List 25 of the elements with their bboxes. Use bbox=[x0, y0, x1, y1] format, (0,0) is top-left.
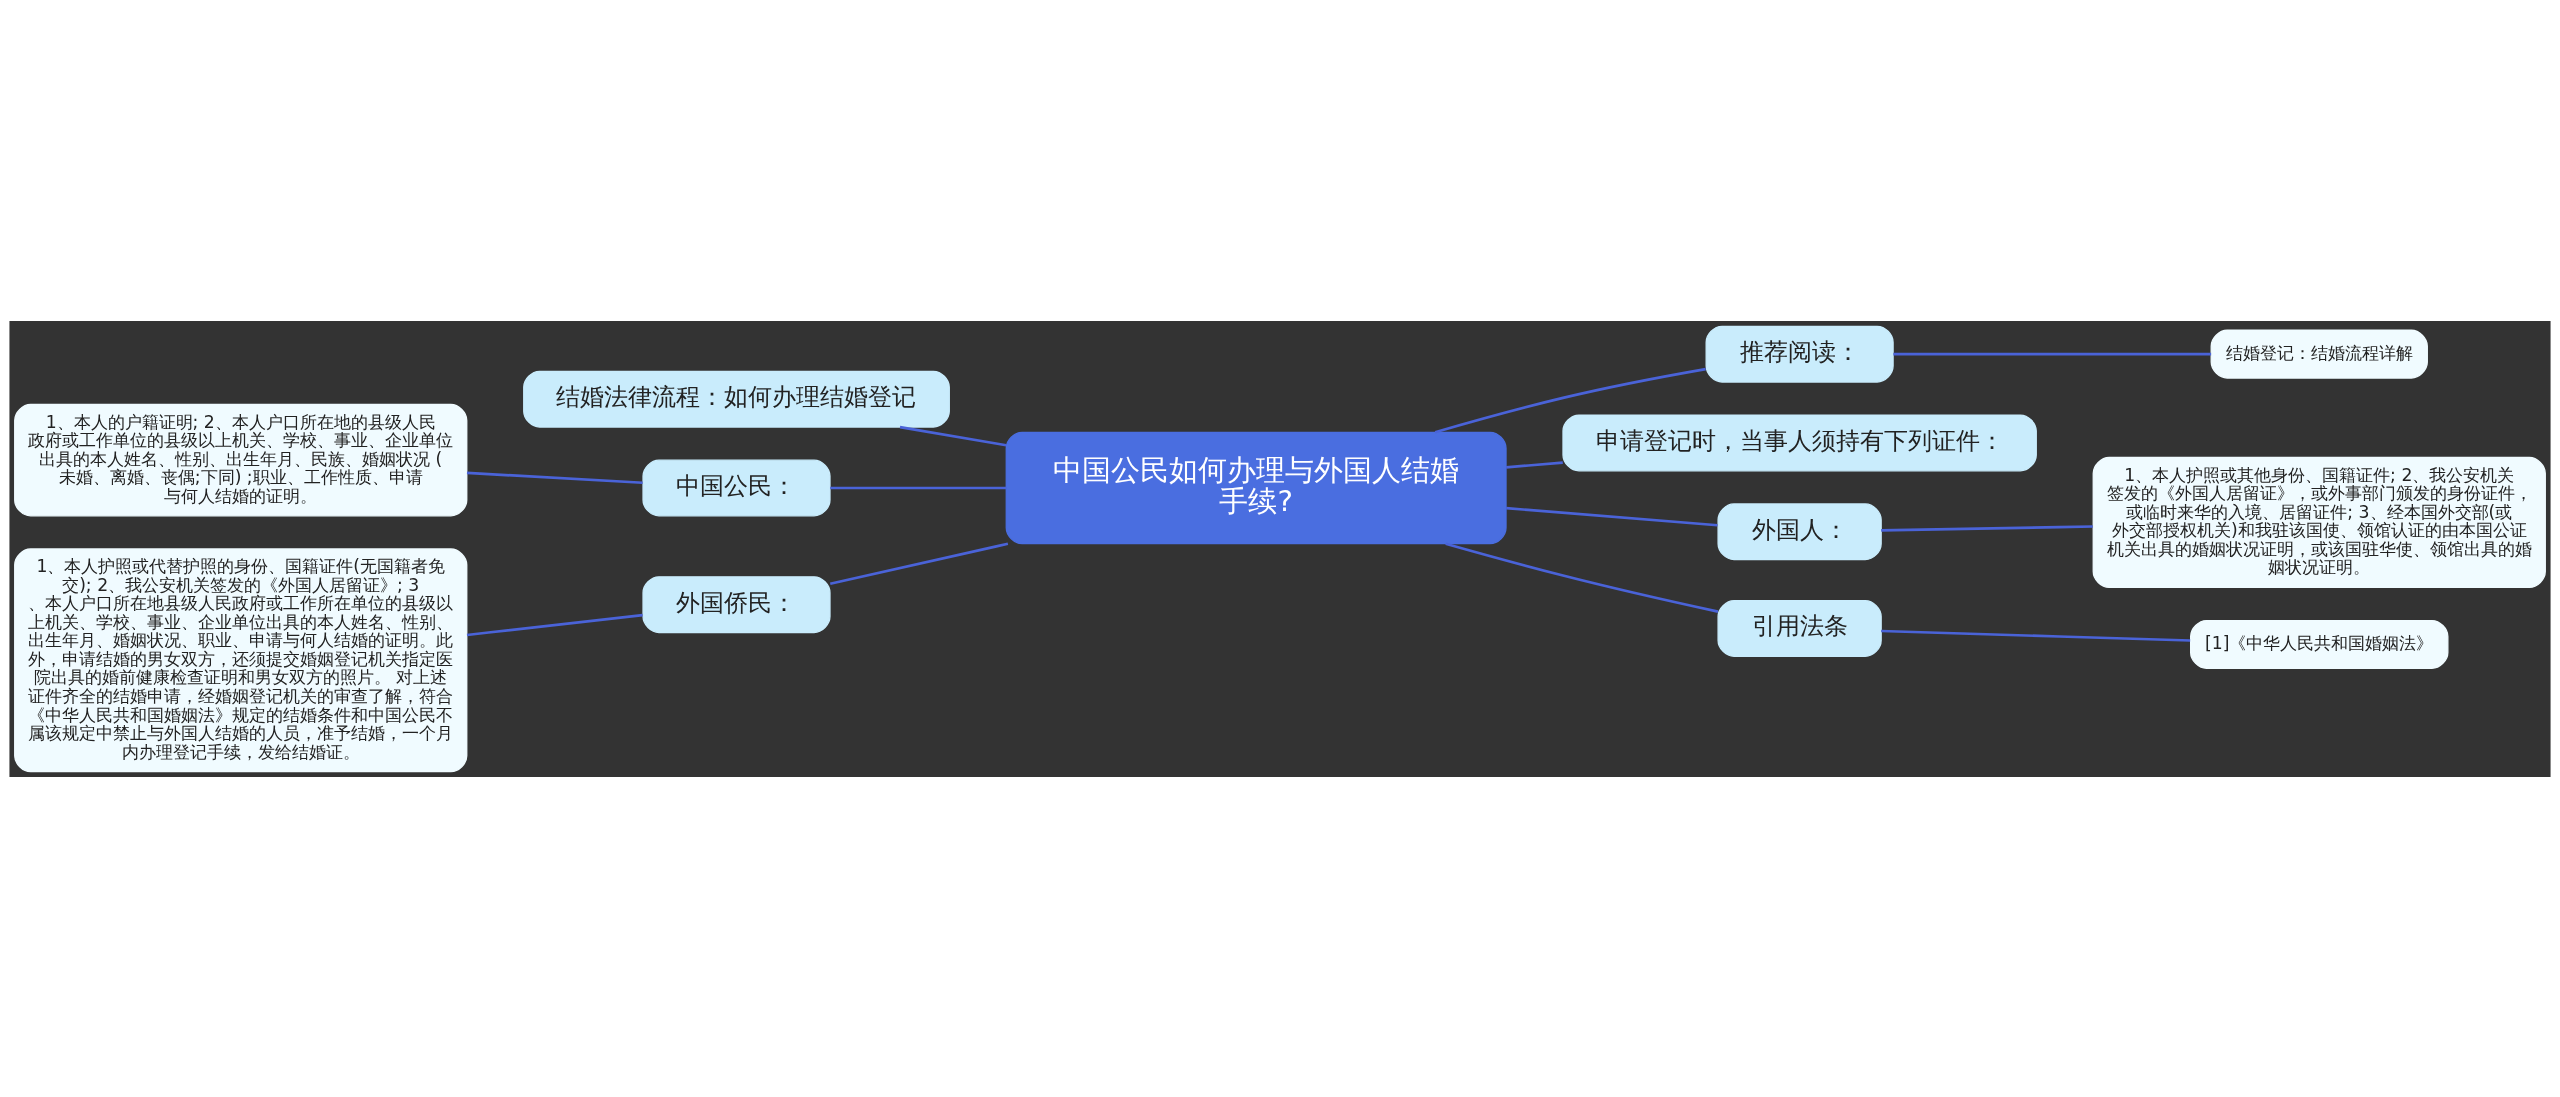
node-box: 1、本人护照或代替护照的身份、国籍证件(无国籍者免交); 2、我公安机关签发的《外国人居留证》; 3、本人户口所在地县级人民政府或工作所在单位的县级以上机关、学校、事业、企业单位出具的本人姓名、性别、出生年月、婚姻状况、职业、申请与何人结婚的证明。此外，申请结婚的男女双方，还须提交婚姻登记机关指定医院出具的婚前健康检查证明和男女双方的照片。 对上述证件齐全的结婚申请，经婚姻登记机关的审查了解，符合《中华人民共和国婚姻法》规定的结婚条件和中国公民不属该规定中禁止与外国人结婚的人员，准予结婚，一个月内办理登记手续，发给结婚证。 bbox=[14, 547, 468, 772]
connector bbox=[1881, 524, 2093, 532]
node-box: 申请登记时，当事人须持有下列证件： bbox=[1562, 413, 2037, 471]
node-box: 1、本人的户籍证明; 2、本人户口所在地的县级人民政府或工作单位的县级以上机关、学校、事业、企业单位出具的本人姓名、性别、出生年月、民族、婚姻状况 ( 未婚、离婚、丧偶;下同) ;职业、工作性质、申请与何人结婚的证明。 bbox=[14, 403, 468, 517]
connector bbox=[466, 471, 643, 484]
node-box: 结婚登记：结婚流程详解 bbox=[2210, 329, 2428, 379]
connector bbox=[1881, 629, 2191, 642]
connector bbox=[899, 425, 1007, 447]
node-box: 中国公民如何办理与外国人结婚手续? bbox=[1005, 431, 1507, 544]
connector bbox=[1506, 506, 1718, 527]
connector bbox=[1445, 541, 1719, 613]
node-box: 结婚法律流程：如何办理结婚登记 bbox=[523, 370, 950, 428]
node-box: 引用法条 bbox=[1717, 599, 1882, 657]
connector bbox=[1434, 367, 1706, 433]
node-box: 中国公民： bbox=[642, 459, 831, 517]
connector bbox=[829, 541, 1009, 585]
node-box: 外国人： bbox=[1717, 502, 1882, 560]
node-box: 1、本人护照或其他身份、国籍证件; 2、我公安机关签发的《外国人居留证》，或外事部门颁发的身份证件，或临时来华的入境、居留证件; 3、经本国外交部(或外交部授权机关)和我驻该国使、领馆认证的由本国公证机关出具的婚姻状况证明，或该国驻华使、领馆出具的婚姻状况证明。 bbox=[2092, 456, 2546, 588]
connector bbox=[830, 486, 1007, 489]
connector bbox=[466, 613, 643, 636]
node-box: 外国侨民： bbox=[642, 575, 831, 633]
node-box: 推荐阅读： bbox=[1705, 325, 1894, 383]
node-box: [1]《中华人民共和国婚姻法》 bbox=[2190, 619, 2449, 669]
connector bbox=[1506, 460, 1563, 469]
connector bbox=[1893, 352, 2212, 355]
